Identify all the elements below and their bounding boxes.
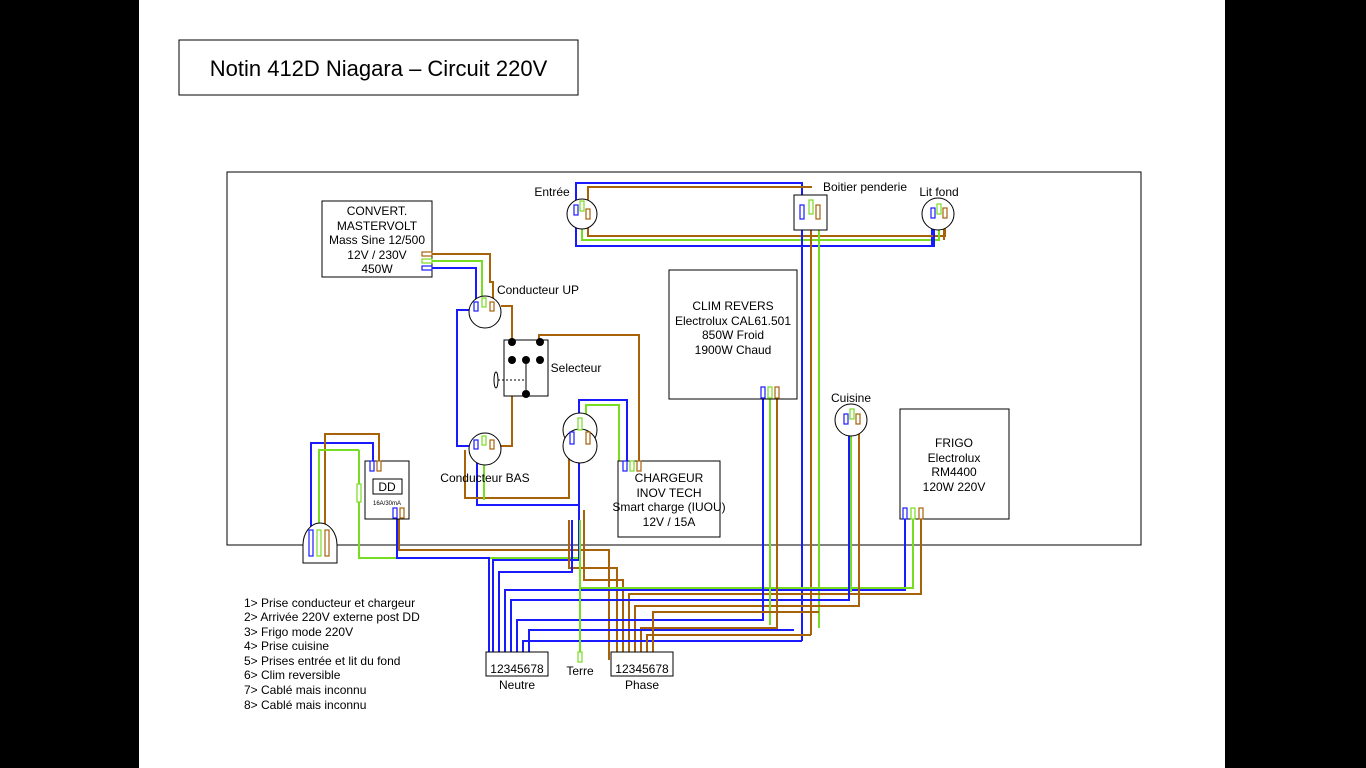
bornier-phase: 12345678 Phase [610,651,674,692]
legend-item-8: 8> Cablé mais inconnu [244,698,366,712]
legend-item-7: 7> Cablé mais inconnu [244,683,366,697]
external-inlet [302,522,338,564]
converter-line-1: CONVERT. [347,204,407,218]
bornier-phase-numbers: 12345678 [615,662,669,676]
legend: 1> Prise conducteur et chargeur 2> Arriv… [244,596,420,712]
socket-cuisine: Cuisine [831,391,871,437]
enclosure [226,171,1142,546]
label-terre: Terre [566,664,594,678]
selecteur: Selecteur [493,338,602,398]
label-phase: Phase [625,678,659,692]
bornier-neutre: 12345678 Neutre [485,651,549,692]
dd-breaker: DD 16A/30mA [356,460,410,520]
clim-line-4: 1900W Chaud [695,343,772,357]
legend-item-5: 5> Prises entrée et lit du fond [244,654,400,668]
legend-item-2: 2> Arrivée 220V externe post DD [244,610,420,624]
clim-line-1: CLIM REVERS [692,299,773,313]
label-conducteur-bas: Conducteur BAS [440,471,529,485]
dd-rating: 16A/30mA [373,501,401,507]
legend-item-1: 1> Prise conducteur et chargeur [244,596,415,610]
chargeur-line-4: 12V / 15A [643,515,696,529]
legend-item-3: 3> Frigo mode 220V [244,625,353,639]
frigo-line-3: RM4400 [931,465,977,479]
label-conducteur-up: Conducteur UP [497,283,579,297]
frigo-box: FRIGO Electrolux RM4400 120W 220V [899,408,1010,520]
label-cuisine: Cuisine [831,391,871,405]
legend-item-6: 6> Clim reversible [244,668,341,682]
socket-lit-fond: Lit fond [919,185,959,231]
label-selecteur: Selecteur [551,361,602,375]
boitier-penderie: Boitier penderie [793,180,907,231]
converter-line-3: Mass Sine 12/500 [329,233,425,247]
frigo-line-2: Electrolux [928,451,981,465]
dd-label: DD [378,480,396,494]
page-title: Notin 412D Niagara – Circuit 220V [210,56,548,81]
wiring-diagram: Notin 412D Niagara – Circuit 220V [178,39,1142,712]
slide: Notin 412D Niagara – Circuit 220V [139,0,1225,768]
label-lit-fond: Lit fond [919,185,958,199]
label-neutre: Neutre [499,678,535,692]
clim-box: CLIM REVERS Electrolux CAL61.501 850W Fr… [668,269,798,400]
label-entree: Entrée [534,185,570,199]
terre-terminal: Terre [566,651,594,678]
chargeur-box: CHARGEUR INOV TECH Smart charge (IUOU) 1… [612,460,726,538]
frigo-line-1: FRIGO [935,436,973,450]
converter-line-5: 450W [361,262,393,276]
converter-line-2: MASTERVOLT [337,219,418,233]
frigo-line-4: 120W 220V [923,480,986,494]
chargeur-line-2: INOV TECH [636,486,701,500]
bornier-neutre-numbers: 12345678 [490,662,544,676]
socket-conducteur-up: Conducteur UP [468,283,579,329]
chargeur-line-3: Smart charge (IUOU) [612,500,725,514]
clim-line-2: Electrolux CAL61.501 [675,314,791,328]
title-box: Notin 412D Niagara – Circuit 220V [178,39,579,96]
converter-box: CONVERT. MASTERVOLT Mass Sine 12/500 12V… [321,200,433,278]
double-socket [562,412,598,464]
chargeur-line-1: CHARGEUR [635,471,704,485]
label-boitier: Boitier penderie [823,180,907,194]
socket-conducteur-bas: Conducteur BAS [440,432,530,485]
converter-line-4: 12V / 230V [347,248,406,262]
socket-entree: Entrée [534,185,598,230]
clim-line-3: 850W Froid [702,328,764,342]
legend-item-4: 4> Prise cuisine [244,639,329,653]
